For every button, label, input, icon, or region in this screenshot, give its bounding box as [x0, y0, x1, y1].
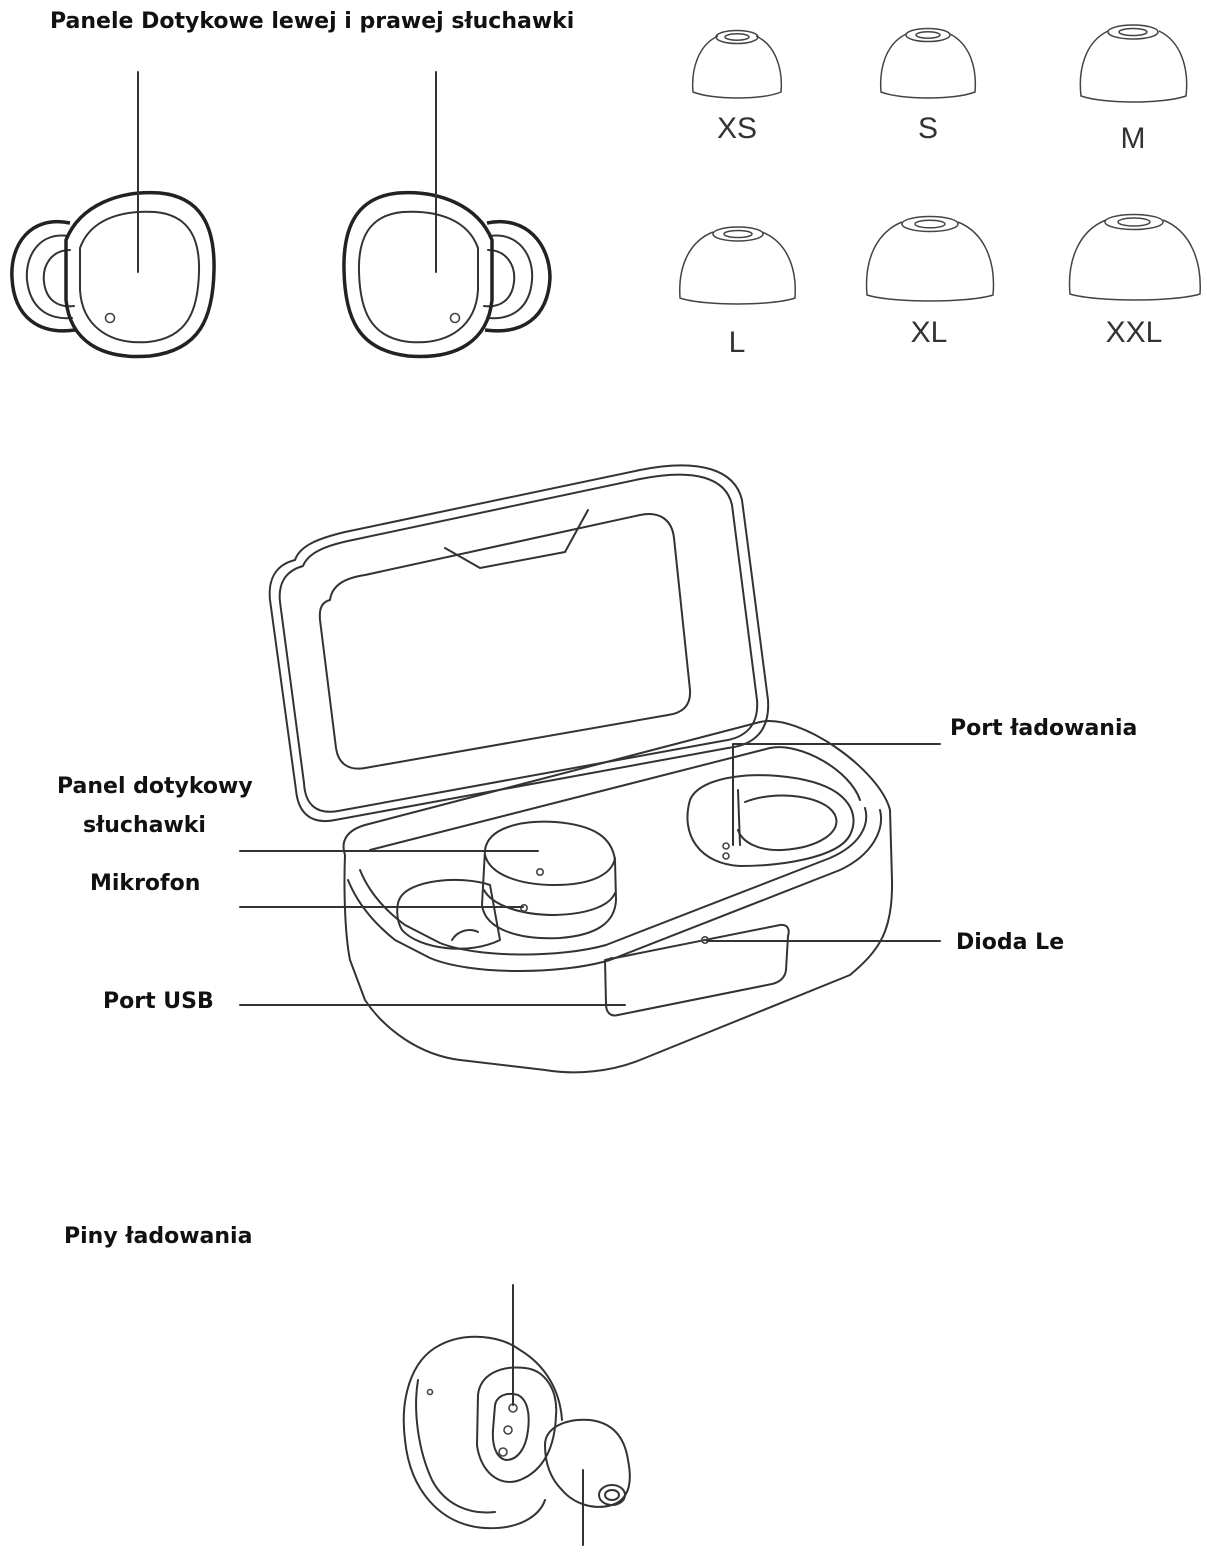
- ear-tip-xxl-icon: [1068, 213, 1201, 301]
- size-label-l: L: [728, 326, 746, 359]
- usb-port-label: Port USB: [103, 989, 214, 1014]
- ear-tip-xl-icon: [865, 215, 995, 302]
- size-label-m: M: [1120, 122, 1146, 155]
- ear-tip-m-icon: [1079, 24, 1188, 103]
- size-label-xxl: XXL: [1105, 316, 1163, 349]
- size-label-s: S: [917, 112, 939, 145]
- led-label: Dioda Le: [956, 930, 1065, 955]
- earbud-touch-panel-label-line2: słuchawki: [83, 813, 206, 838]
- ear-tip-s-icon: [879, 27, 977, 99]
- left-earbud-illustration: [10, 190, 216, 359]
- ear-tip-l-icon: [679, 226, 796, 305]
- charging-port-label: Port ładowania: [950, 716, 1138, 741]
- ear-tip-xs-icon: [691, 29, 783, 99]
- charging-case-illustration: [268, 464, 894, 1074]
- earbud-touch-panel-label-line1: Panel dotykowy: [57, 774, 253, 799]
- earbud-charging-pins-illustration: [402, 1335, 631, 1530]
- charging-port-leader: [732, 743, 941, 846]
- right-earbud-illustration: [342, 190, 552, 359]
- charging-pins-label: Piny ładowania: [64, 1224, 253, 1249]
- touch-panels-label: Panele Dotykowe lewej i prawej słuchawki: [50, 9, 575, 34]
- size-label-xs: XS: [716, 112, 758, 145]
- microphone-label: Mikrofon: [90, 871, 201, 896]
- size-label-xl: XL: [910, 316, 948, 349]
